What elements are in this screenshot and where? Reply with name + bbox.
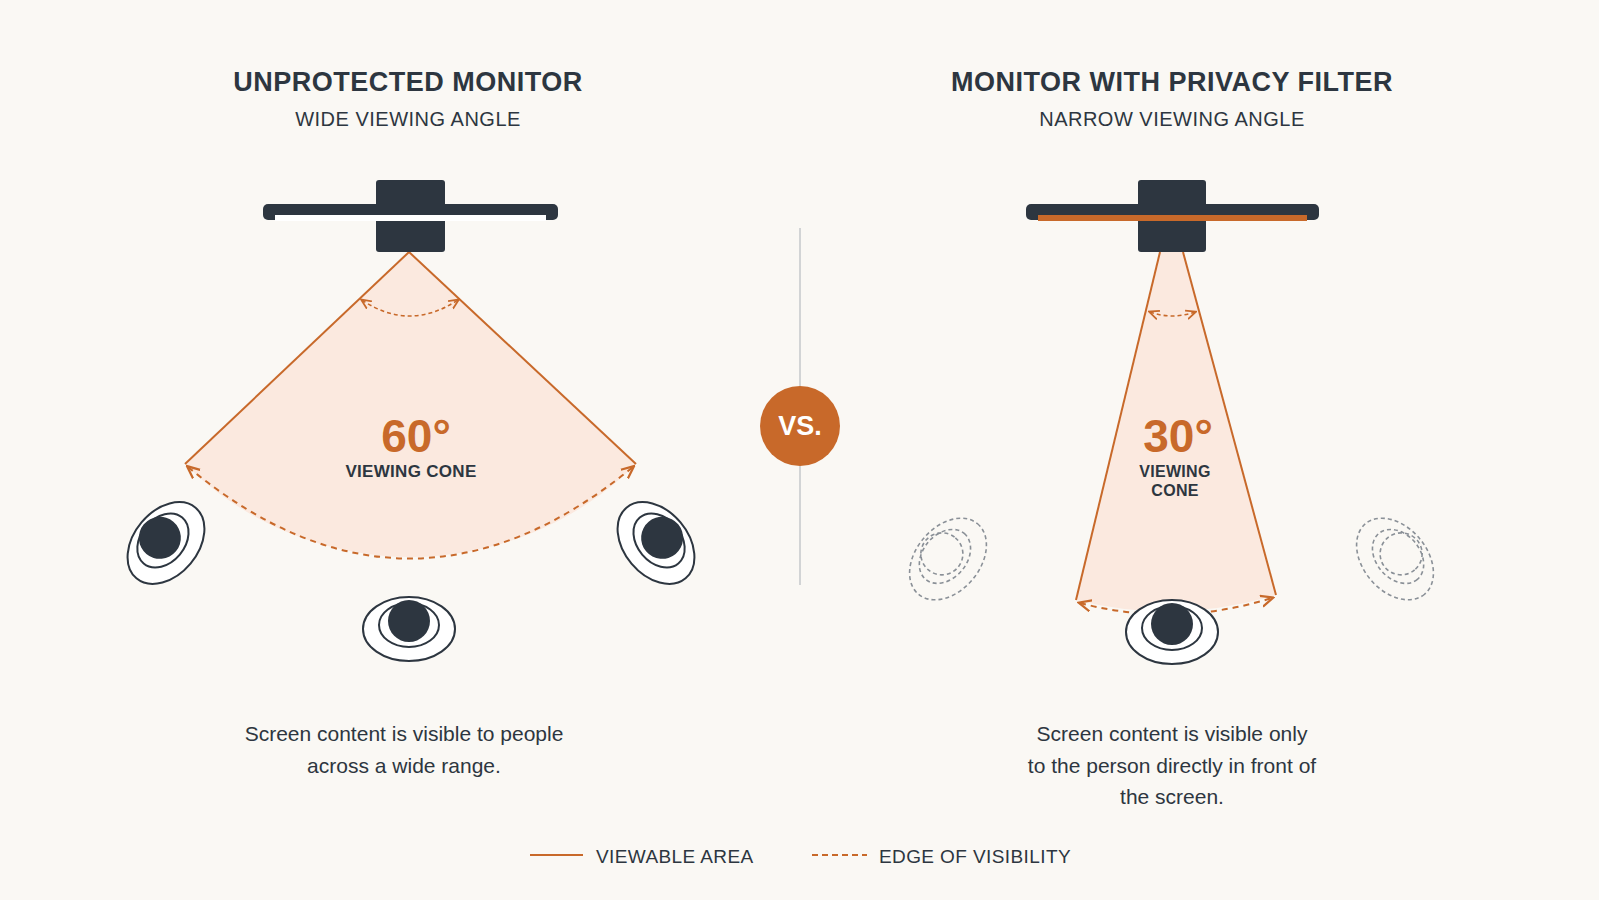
vs-text: VS. [778, 411, 822, 442]
panel-subheading: NARROW VIEWING ANGLE [1039, 104, 1305, 134]
monitor [1026, 180, 1319, 252]
legend-solid-line [530, 854, 583, 856]
panel-heading: UNPROTECTED MONITOR [233, 62, 583, 103]
panel-heading: MONITOR WITH PRIVACY FILTER [951, 62, 1393, 103]
angle-value: 60° [381, 402, 451, 471]
narrow-cone [1076, 252, 1276, 614]
legend-text: VIEWABLE AREA [596, 843, 754, 872]
legend-dashed-line [812, 854, 867, 856]
legend-text: EDGE OF VISIBILITY [879, 843, 1071, 872]
viewer [894, 503, 1449, 664]
viewer [112, 487, 710, 661]
vs-badge: VS. [760, 386, 840, 466]
caption: Screen content is visible to people acro… [234, 718, 574, 781]
cone-label: VIEWING CONE [345, 462, 476, 482]
wide-cone [185, 252, 636, 559]
angle-value: 30° [1143, 402, 1213, 471]
monitor [263, 180, 558, 252]
caption: Screen content is visible only to the pe… [1027, 718, 1317, 813]
panel-subheading: WIDE VIEWING ANGLE [295, 104, 521, 134]
cone-label: VIEWING CONE [1125, 462, 1225, 500]
